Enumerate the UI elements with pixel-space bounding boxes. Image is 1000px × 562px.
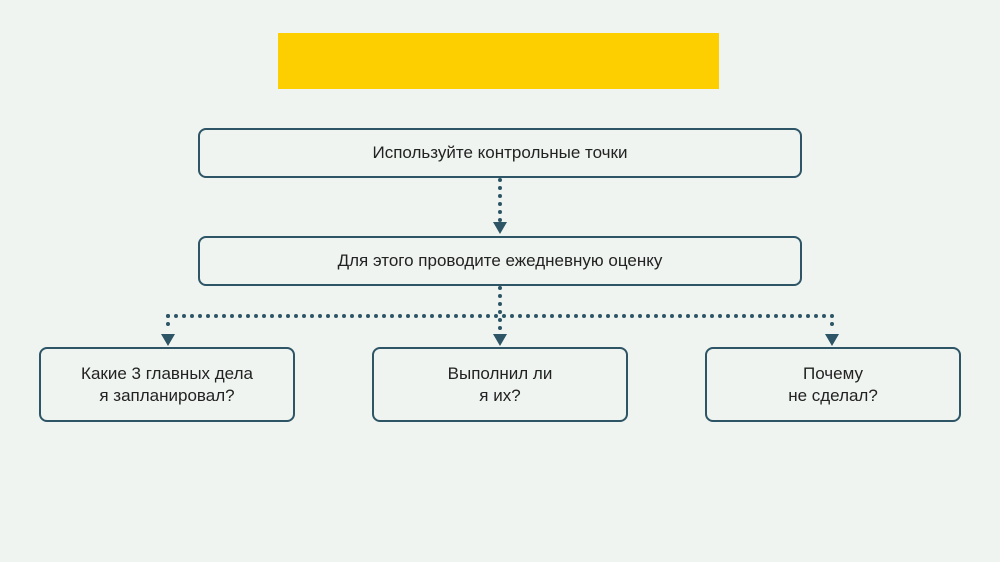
node-center-line2: я их? bbox=[479, 385, 521, 405]
title-banner bbox=[278, 33, 719, 89]
node-left-line2: я запланировал? bbox=[99, 385, 235, 405]
node-middle-label: Для этого проводите ежедневную оценку bbox=[337, 251, 663, 270]
node-middle: Для этого проводите ежедневную оценку bbox=[198, 236, 802, 286]
arrow-down-icon bbox=[825, 334, 839, 346]
node-left-line1: Какие 3 главных дела bbox=[81, 363, 253, 383]
node-top: Используйте контрольные точки bbox=[198, 128, 802, 178]
arrow-down-icon bbox=[161, 334, 175, 346]
node-center-line1: Выполнил ли bbox=[447, 363, 553, 383]
arrow-down-icon bbox=[493, 222, 507, 234]
node-top-label: Используйте контрольные точки bbox=[372, 143, 628, 162]
node-right-line2: не сделал? bbox=[788, 385, 878, 405]
node-right-line1: Почему bbox=[803, 363, 863, 383]
arrow-down-icon bbox=[493, 334, 507, 346]
